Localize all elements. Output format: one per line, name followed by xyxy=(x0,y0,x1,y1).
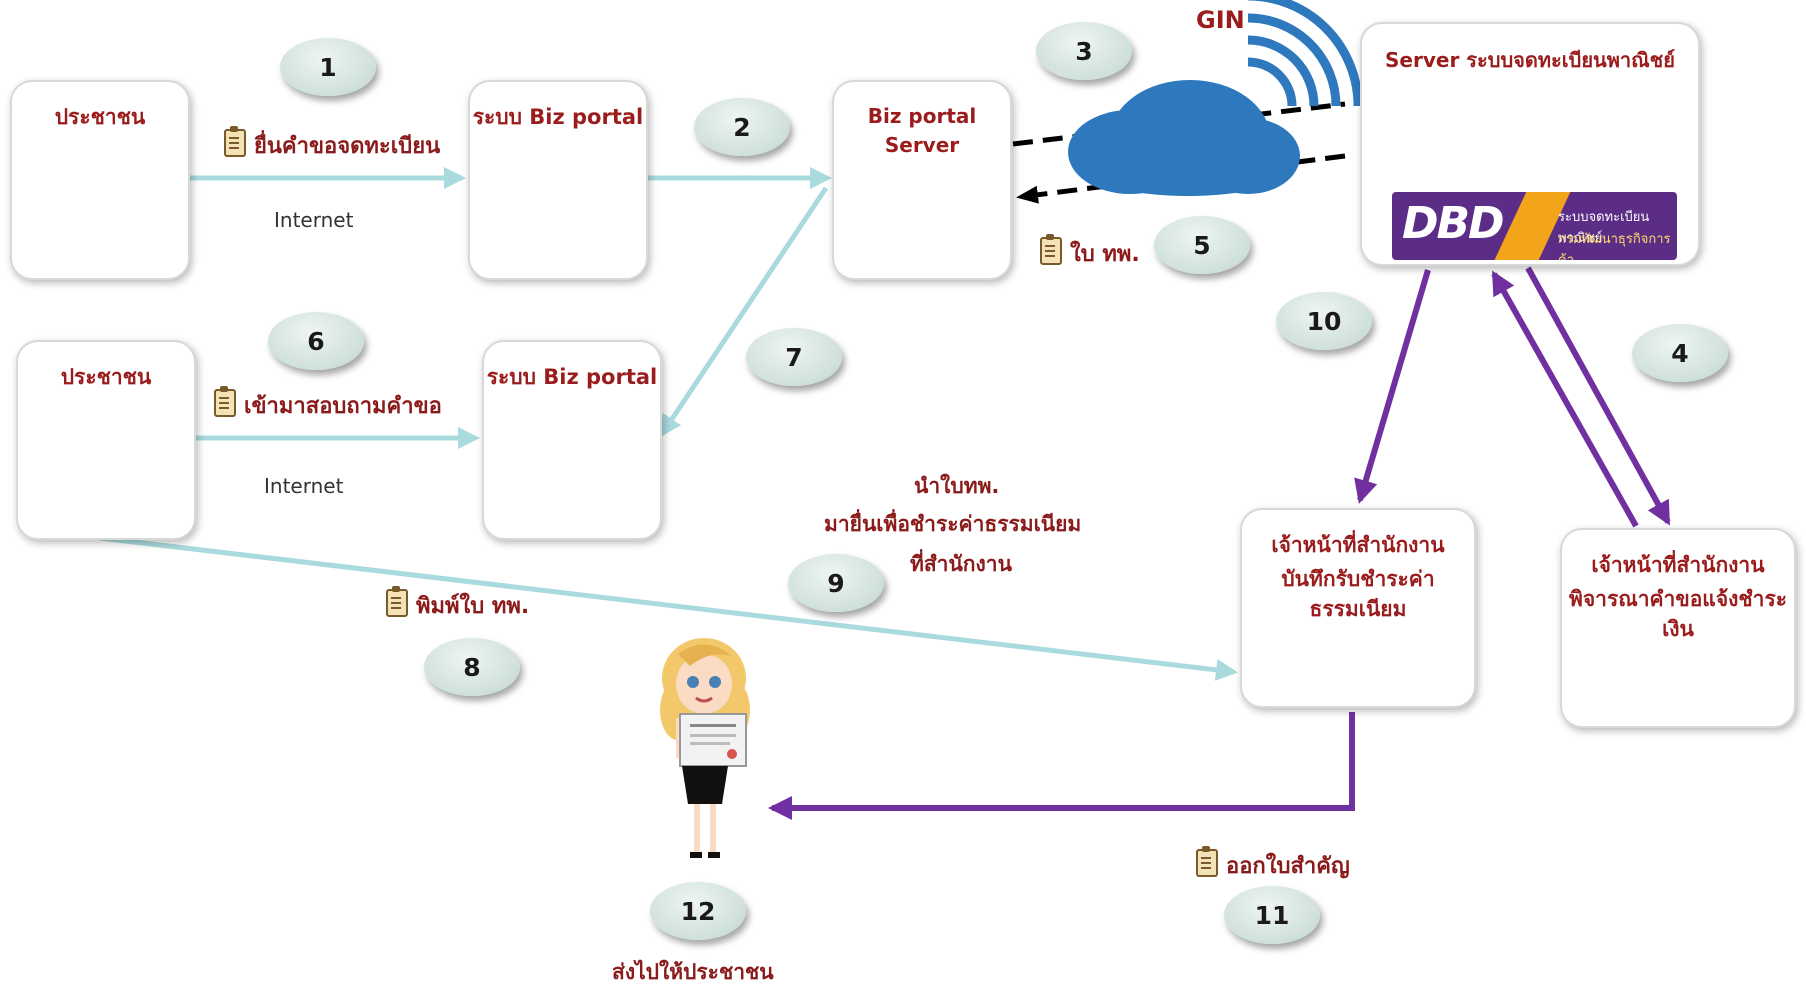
node-biz-portal-1: ระบบ Biz portal xyxy=(468,80,648,280)
node-dbd-server: Server ระบบจดทะเบียนพาณิชย์ DBD ระบบจดทะ… xyxy=(1360,22,1700,266)
step-badge-4: 4 xyxy=(1632,324,1728,382)
node-title: ระบบ Biz portal xyxy=(486,365,658,389)
step-badge-9: 9 xyxy=(788,554,884,612)
dbd-logo-line-1: ระบบจดทะเบียนพาณิชย์ xyxy=(1558,210,1650,246)
node-title: Server ระบบจดทะเบียนพาณิชย์ xyxy=(1385,48,1675,72)
label-text: ยื่นคำขอจดทะเบียน xyxy=(254,134,441,159)
arrow-dbd-to-officer-review xyxy=(1525,266,1671,526)
step-badge-6: 6 xyxy=(268,312,364,370)
node-biz-portal-2: ระบบ Biz portal xyxy=(482,340,662,540)
step-badge-11: 11 xyxy=(1224,886,1320,944)
node-title-line-2: พิจารณาคำขอแจ้งชำระเงิน xyxy=(1569,587,1787,642)
step-badge-2: 2 xyxy=(694,98,790,156)
label-bring-form-line-3: ที่สำนักงาน xyxy=(910,552,1012,576)
label-text: เข้ามาสอบถามคำขอ xyxy=(244,394,442,419)
node-biz-portal-server: Biz portal Server xyxy=(832,80,1012,280)
node-citizen-1: ประชาชน xyxy=(10,80,190,280)
clipboard-icon xyxy=(214,386,236,417)
clipboard-icon xyxy=(386,586,408,617)
step-badge-8: 8 xyxy=(424,638,520,696)
arrow-officer-to-citizen xyxy=(768,712,1355,820)
dbd-logo-line-2: กรมพัฒนาธุรกิจการค้า xyxy=(1558,232,1671,260)
node-title: ระบบ Biz portal xyxy=(472,105,644,129)
node-title: ประชาชน xyxy=(54,105,146,129)
step-badge-7: 7 xyxy=(746,328,842,386)
woman-with-certificate-icon xyxy=(660,638,750,858)
label-internet-2: Internet xyxy=(264,474,344,498)
node-title: ประชาชน xyxy=(60,365,152,389)
label-internet-1: Internet xyxy=(274,208,354,232)
label-issue-document: ออกใบสำคัญ xyxy=(1196,846,1350,883)
node-officer-review: เจ้าหน้าที่สำนักงาน พิจารณาคำขอแจ้งชำระเ… xyxy=(1560,528,1796,728)
wifi-signal-icon xyxy=(1247,0,1363,107)
node-title-line-1: เจ้าหน้าที่สำนักงาน xyxy=(1271,533,1445,557)
label-print-form: พิมพ์ใบ ทพ. xyxy=(386,586,530,623)
label-inquire: เข้ามาสอบถามคำขอ xyxy=(214,386,442,423)
cloud-icon xyxy=(1068,80,1300,196)
node-title-line-2: บันทึกรับชำระค่าธรรมเนียม xyxy=(1281,567,1435,622)
node-officer-payment: เจ้าหน้าที่สำนักงาน บันทึกรับชำระค่าธรรม… xyxy=(1240,508,1476,708)
step-badge-1: 1 xyxy=(280,38,376,96)
step-badge-5: 5 xyxy=(1154,216,1250,274)
arrow-officer-review-to-dbd xyxy=(1491,270,1639,528)
label-bring-form-line-1: นำใบทพ. xyxy=(914,474,1000,498)
label-bring-form-line-2: มายื่นเพื่อชำระค่าธรรมเนียม xyxy=(824,512,1082,536)
step-badge-12: 12 xyxy=(650,882,746,940)
step-badge-10: 10 xyxy=(1276,292,1372,350)
gin-label: GIN xyxy=(1196,6,1245,34)
node-title: Biz portal Server xyxy=(867,104,977,157)
label-text: พิมพ์ใบ ทพ. xyxy=(416,594,530,619)
arrow-citizen2-to-officer xyxy=(99,535,1238,681)
clipboard-icon xyxy=(1196,846,1218,877)
node-citizen-2: ประชาชน xyxy=(16,340,196,540)
label-text: ใบ ทพ. xyxy=(1070,242,1140,267)
label-send-to-citizen: ส่งไปให้ประชาชน xyxy=(612,960,774,984)
step-badge-3: 3 xyxy=(1036,22,1132,80)
label-payment-form: ใบ ทพ. xyxy=(1040,234,1140,271)
dbd-logo-mark: DBD xyxy=(1402,198,1505,249)
label-text: ออกใบสำคัญ xyxy=(1226,854,1350,879)
clipboard-icon xyxy=(1040,234,1062,265)
arrow-server-to-portal2 xyxy=(659,186,829,438)
clipboard-icon xyxy=(224,126,246,157)
label-submit-request: ยื่นคำขอจดทะเบียน xyxy=(224,126,441,163)
dbd-logo: DBD ระบบจดทะเบียนพาณิชย์ กรมพัฒนาธุรกิจก… xyxy=(1392,192,1677,260)
node-title-line-1: เจ้าหน้าที่สำนักงาน xyxy=(1591,553,1765,577)
arrow-dbd-to-officer-payment xyxy=(1354,269,1431,504)
